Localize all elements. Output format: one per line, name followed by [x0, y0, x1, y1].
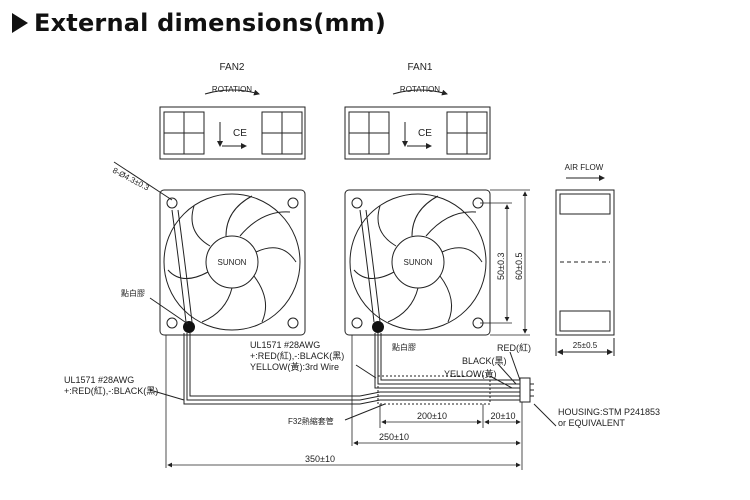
fan2-ce-mark: CE — [233, 128, 247, 139]
fan2-glue-dot — [183, 321, 195, 333]
fan1-label: FAN1 — [407, 62, 432, 73]
holes-spec: 8-Ø4.3±0.3 — [111, 166, 151, 193]
fan2-rotation-arrow-icon — [204, 89, 260, 96]
fan1-front-view: SUNON 點白膠 — [344, 189, 491, 352]
fan1-cable-spec-line2: +:RED(紅),-:BLACK(黑) — [250, 351, 344, 361]
dim-50-label: 50±0.3 — [496, 253, 506, 280]
connector-housing — [519, 377, 531, 403]
housing-spec-line1: HOUSING:STM P241853 — [558, 407, 660, 417]
dim-60-label: 60±0.5 — [514, 253, 524, 280]
title-bar: External dimensions(mm) — [12, 6, 386, 40]
fan2-mount-hole — [287, 197, 299, 209]
dim-350-label: 350±10 — [305, 454, 335, 464]
fan1-cable-spec-line1: UL1571 #28AWG — [250, 340, 320, 350]
wire-red-label: RED(紅) — [497, 343, 531, 353]
fan2-front-view: SUNON 8-Ø4.3±0.3 點白膠 — [111, 161, 306, 336]
wire-yellow-label: YELLOW(黃) — [444, 368, 497, 379]
wire-black-label: BLACK(黑) — [462, 356, 507, 366]
fan1-glue-dot — [372, 321, 384, 333]
dim-250-label: 250±10 — [379, 432, 409, 442]
fan2-cable-spec-line2: +:RED(紅),-:BLACK(黑) — [64, 386, 158, 396]
shrink-tube-label: F32熱縮套管 — [288, 416, 334, 426]
fan1-cable-spec-line3: YELLOW(黃):3rd Wire — [250, 361, 339, 372]
fan2-label: FAN2 — [219, 62, 244, 73]
housing-spec-line2: or EQUIVALENT — [558, 418, 625, 428]
fan2-mount-hole — [287, 317, 299, 329]
fan1-ce-mark: CE — [418, 128, 432, 139]
fan2-cable-spec-line1: UL1571 #28AWG — [64, 375, 134, 385]
fan1-mount-hole — [351, 197, 363, 209]
side-view: AIR FLOW 25±0.5 — [555, 163, 615, 356]
page-title: External dimensions(mm) — [34, 9, 387, 37]
dim-20-label: 20±10 — [491, 411, 516, 421]
dim-200-label: 200±10 — [417, 411, 447, 421]
fan1-rotation-arrow-icon — [392, 89, 448, 96]
dim-25-label: 25±0.5 — [573, 341, 598, 350]
fan1-mount-hole — [351, 317, 363, 329]
fan2-brand-label: SUNON — [218, 258, 247, 267]
air-flow-label: AIR FLOW — [565, 163, 604, 172]
length-dimensions: 200±10 20±10 250±10 350±10 — [165, 335, 523, 470]
fan2-mount-hole — [166, 317, 178, 329]
fan1-top-view: FAN1 ROTATION CE — [344, 62, 491, 160]
title-arrow-icon — [12, 13, 28, 33]
fan1-brand-label: SUNON — [404, 258, 433, 267]
fan1-glue-label: 點白膠 — [392, 342, 416, 352]
wiring: RED(紅) BLACK(黑) YELLOW(黃) UL1571 #28AWG … — [64, 333, 660, 428]
fan2-top-view: FAN2 ROTATION CE — [159, 62, 306, 160]
fan2-mount-hole — [166, 197, 178, 209]
height-dimensions: 50±0.3 60±0.5 — [480, 189, 530, 336]
shrink-tube — [377, 375, 491, 405]
fan2-glue-label: 點白膠 — [121, 288, 145, 298]
